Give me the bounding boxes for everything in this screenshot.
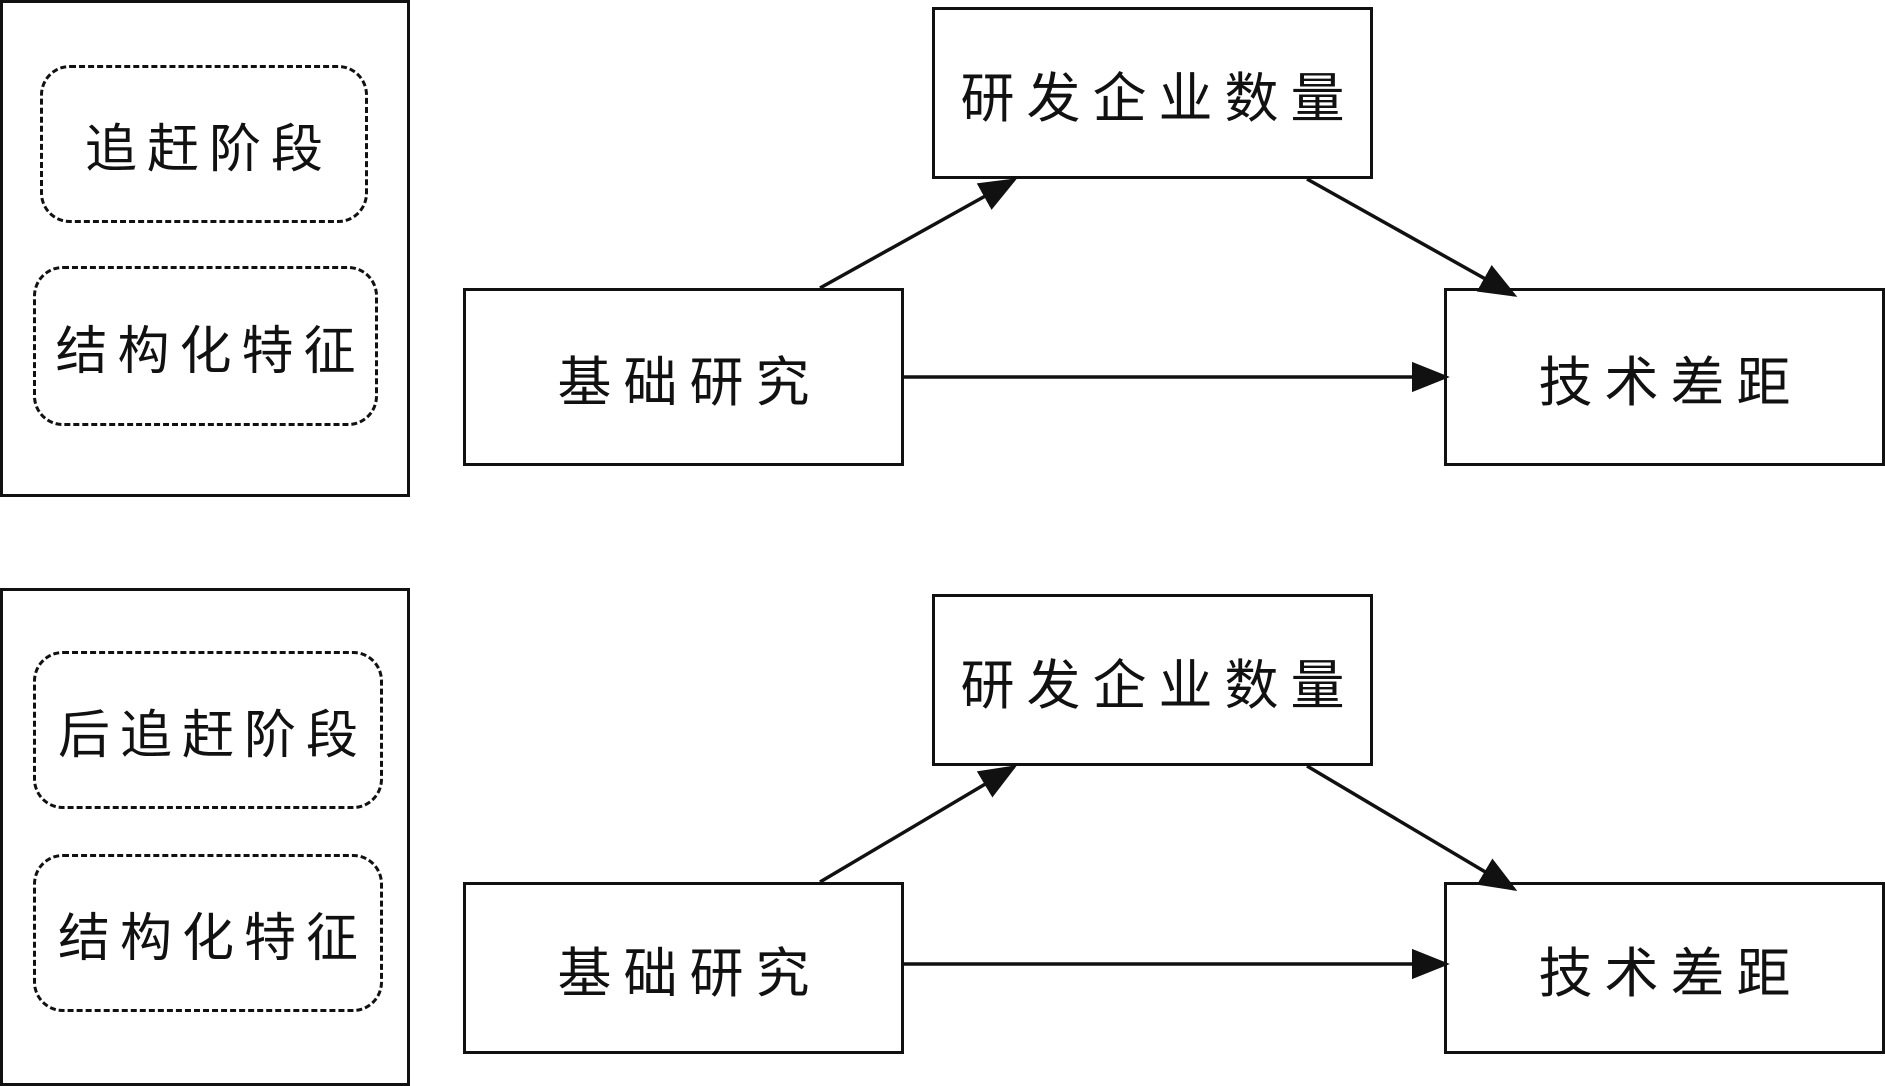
target-node-bottom: 技术差距: [1444, 882, 1885, 1054]
arrow-mediator-to-target-bottom: [1306, 764, 1518, 891]
stage-label: 追赶阶段: [84, 119, 333, 180]
feature-tag-postcatchup: 结构化特征: [33, 854, 383, 1012]
target-label: 技术差距: [1538, 350, 1803, 414]
context-panel-catchup: 追赶阶段 结构化特征: [0, 0, 410, 497]
context-panel-postcatchup: 后追赶阶段 结构化特征: [0, 588, 410, 1086]
feature-label: 结构化特征: [55, 321, 366, 382]
stage-tag-catchup: 追赶阶段: [40, 65, 368, 223]
mediator-label: 研发企业数量: [960, 66, 1357, 130]
source-node-bottom: 基础研究: [463, 882, 904, 1054]
mediator-node-bottom: 研发企业数量: [932, 594, 1373, 766]
source-label: 基础研究: [557, 350, 822, 414]
feature-label: 结构化特征: [57, 908, 368, 969]
arrow-source-to-mediator-bottom: [819, 765, 1018, 884]
mediator-label: 研发企业数量: [960, 653, 1357, 717]
source-node-top: 基础研究: [463, 288, 904, 466]
target-label: 技术差距: [1538, 941, 1803, 1005]
mediator-node-top: 研发企业数量: [932, 7, 1373, 179]
stage-tag-postcatchup: 后追赶阶段: [33, 651, 383, 809]
arrow-mediator-to-target-top: [1306, 177, 1518, 297]
source-label: 基础研究: [557, 941, 822, 1005]
arrow-source-to-mediator-top: [819, 178, 1018, 290]
target-node-top: 技术差距: [1444, 288, 1885, 466]
stage-label: 后追赶阶段: [57, 705, 368, 766]
feature-tag-catchup: 结构化特征: [33, 266, 378, 426]
